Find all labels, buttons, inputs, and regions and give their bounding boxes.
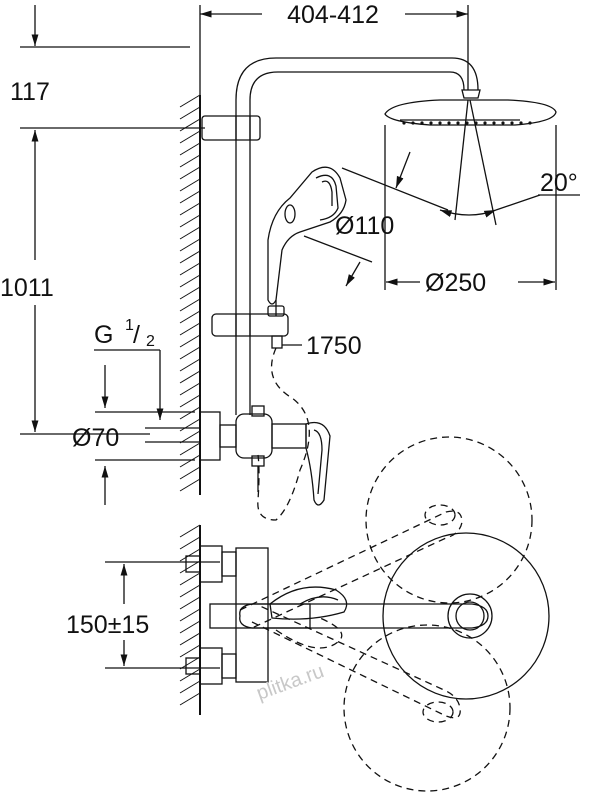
wall-hatch-line: [179, 370, 201, 384]
nozzle-dot: [402, 121, 406, 125]
nozzle-dot: [420, 121, 424, 125]
wall-bracket: [201, 115, 261, 141]
nozzle-dot: [528, 121, 532, 125]
total-height-dimension: 1011: [0, 130, 150, 435]
inlet-diameter-label: Ø70: [72, 424, 119, 452]
wall-hatch-line: [179, 478, 201, 492]
nozzle-dot: [510, 121, 514, 125]
handset-diameter-dimension: Ø110: [303, 151, 449, 287]
head-diameter-label: Ø250: [425, 269, 486, 297]
center-distance-label: 150±15: [66, 611, 149, 639]
wall-hatch-line: [179, 692, 201, 706]
nozzle-dot: [501, 121, 505, 125]
wall-hatch-line: [179, 406, 201, 420]
nozzle-dot: [483, 121, 487, 125]
mixer-side-view: [199, 405, 331, 506]
wall-hatch-line: [179, 656, 201, 670]
thread-numerator: 1: [125, 317, 134, 334]
wall-hatch-line: [179, 524, 201, 538]
wall-hatch-line: [179, 466, 201, 480]
hose: 1750: [257, 332, 362, 521]
top-offset-label: 117: [10, 78, 50, 106]
wall-hatch-line: [179, 620, 201, 634]
wall-hatch-line: [179, 334, 201, 348]
top-offset-dimension: 117: [10, 5, 205, 129]
wall-hatch-line: [179, 262, 201, 276]
thread-dimension: G 1 / 2: [94, 317, 164, 420]
wall-hatch-line: [179, 382, 201, 396]
nozzle-dot: [429, 121, 433, 125]
handle-rotation-upper: [239, 436, 533, 629]
wall-hatch-line: [179, 632, 201, 646]
head-span-dimension: 404-412: [199, 1, 469, 95]
hand-shower: [267, 166, 347, 316]
wall-hatch-line: [179, 286, 201, 300]
handset-diameter-label: Ø110: [335, 212, 394, 240]
wall-hatch-line: [179, 310, 201, 324]
wall-hatch-line: [179, 94, 201, 108]
hand-shower-slider: [211, 305, 289, 349]
wall-hatch-line: [179, 166, 201, 180]
nozzle-dot: [438, 121, 442, 125]
wall-hatch-line: [179, 130, 201, 144]
wall-hatch-line: [179, 572, 201, 586]
overhead-shower-head: [384, 89, 557, 126]
thread-denominator: 2: [146, 333, 155, 350]
wall-hatch-line: [179, 178, 201, 192]
tilt-angle-label: 20°: [540, 169, 578, 197]
riser-rail: [235, 57, 479, 415]
wall-hatch-line: [179, 322, 201, 336]
wall-hatch-line: [179, 346, 201, 360]
head-diameter-dimension: Ø250: [384, 125, 557, 297]
wall-hatch-line: [179, 226, 201, 240]
wall-hatch-line: [179, 202, 201, 216]
wall-hatch-line: [179, 596, 201, 610]
head-span-label: 404-412: [287, 1, 379, 29]
wall-hatch-line: [179, 644, 201, 658]
wall-hatch-line: [179, 106, 201, 120]
wall-hatch-line: [179, 142, 201, 156]
wall-hatch-line: [179, 608, 201, 622]
wall-hatch-line: [179, 394, 201, 408]
hose-length-label: 1750: [306, 332, 362, 360]
nozzle-dot: [519, 121, 523, 125]
svg-text:/: /: [133, 321, 140, 349]
nozzle-dot: [456, 121, 460, 125]
wall-hatch-line: [179, 238, 201, 252]
nozzle-dot: [411, 121, 415, 125]
wall-hatch-line: [179, 442, 201, 456]
wall-hatch-line: [179, 418, 201, 432]
wall-hatch-line: [179, 250, 201, 264]
handle-rotation-lower: [251, 605, 511, 792]
wall-hatch-line: [179, 430, 201, 444]
wall-hatch-line: [179, 454, 201, 468]
wall-hatch-line: [179, 560, 201, 574]
nozzle-dot: [492, 121, 496, 125]
wall-hatch-line: [179, 154, 201, 168]
watermark: plitka.ru: [254, 660, 327, 705]
nozzle-dot: [447, 121, 451, 125]
wall-hatch-line: [179, 214, 201, 228]
wall-hatch-line: [179, 274, 201, 288]
wall-lower: [179, 524, 201, 715]
wall-hatch-line: [179, 190, 201, 204]
wall-hatch-line: [179, 668, 201, 682]
wall-hatch-line: [179, 118, 201, 132]
tilt-angle-dimension: 20°: [439, 99, 580, 226]
inlet-diameter-dimension: Ø70: [72, 365, 200, 505]
wall-hatch-line: [179, 536, 201, 550]
wall-hatch-line: [179, 584, 201, 598]
total-height-label: 1011: [0, 274, 54, 302]
thread-letter: G: [94, 321, 113, 349]
wall-upper: [179, 94, 201, 495]
wall-hatch-line: [179, 298, 201, 312]
wall-hatch-line: [179, 548, 201, 562]
mixer-front-view: 150±15: [66, 532, 550, 700]
wall-hatch-line: [179, 358, 201, 372]
wall-hatch-line: [179, 680, 201, 694]
